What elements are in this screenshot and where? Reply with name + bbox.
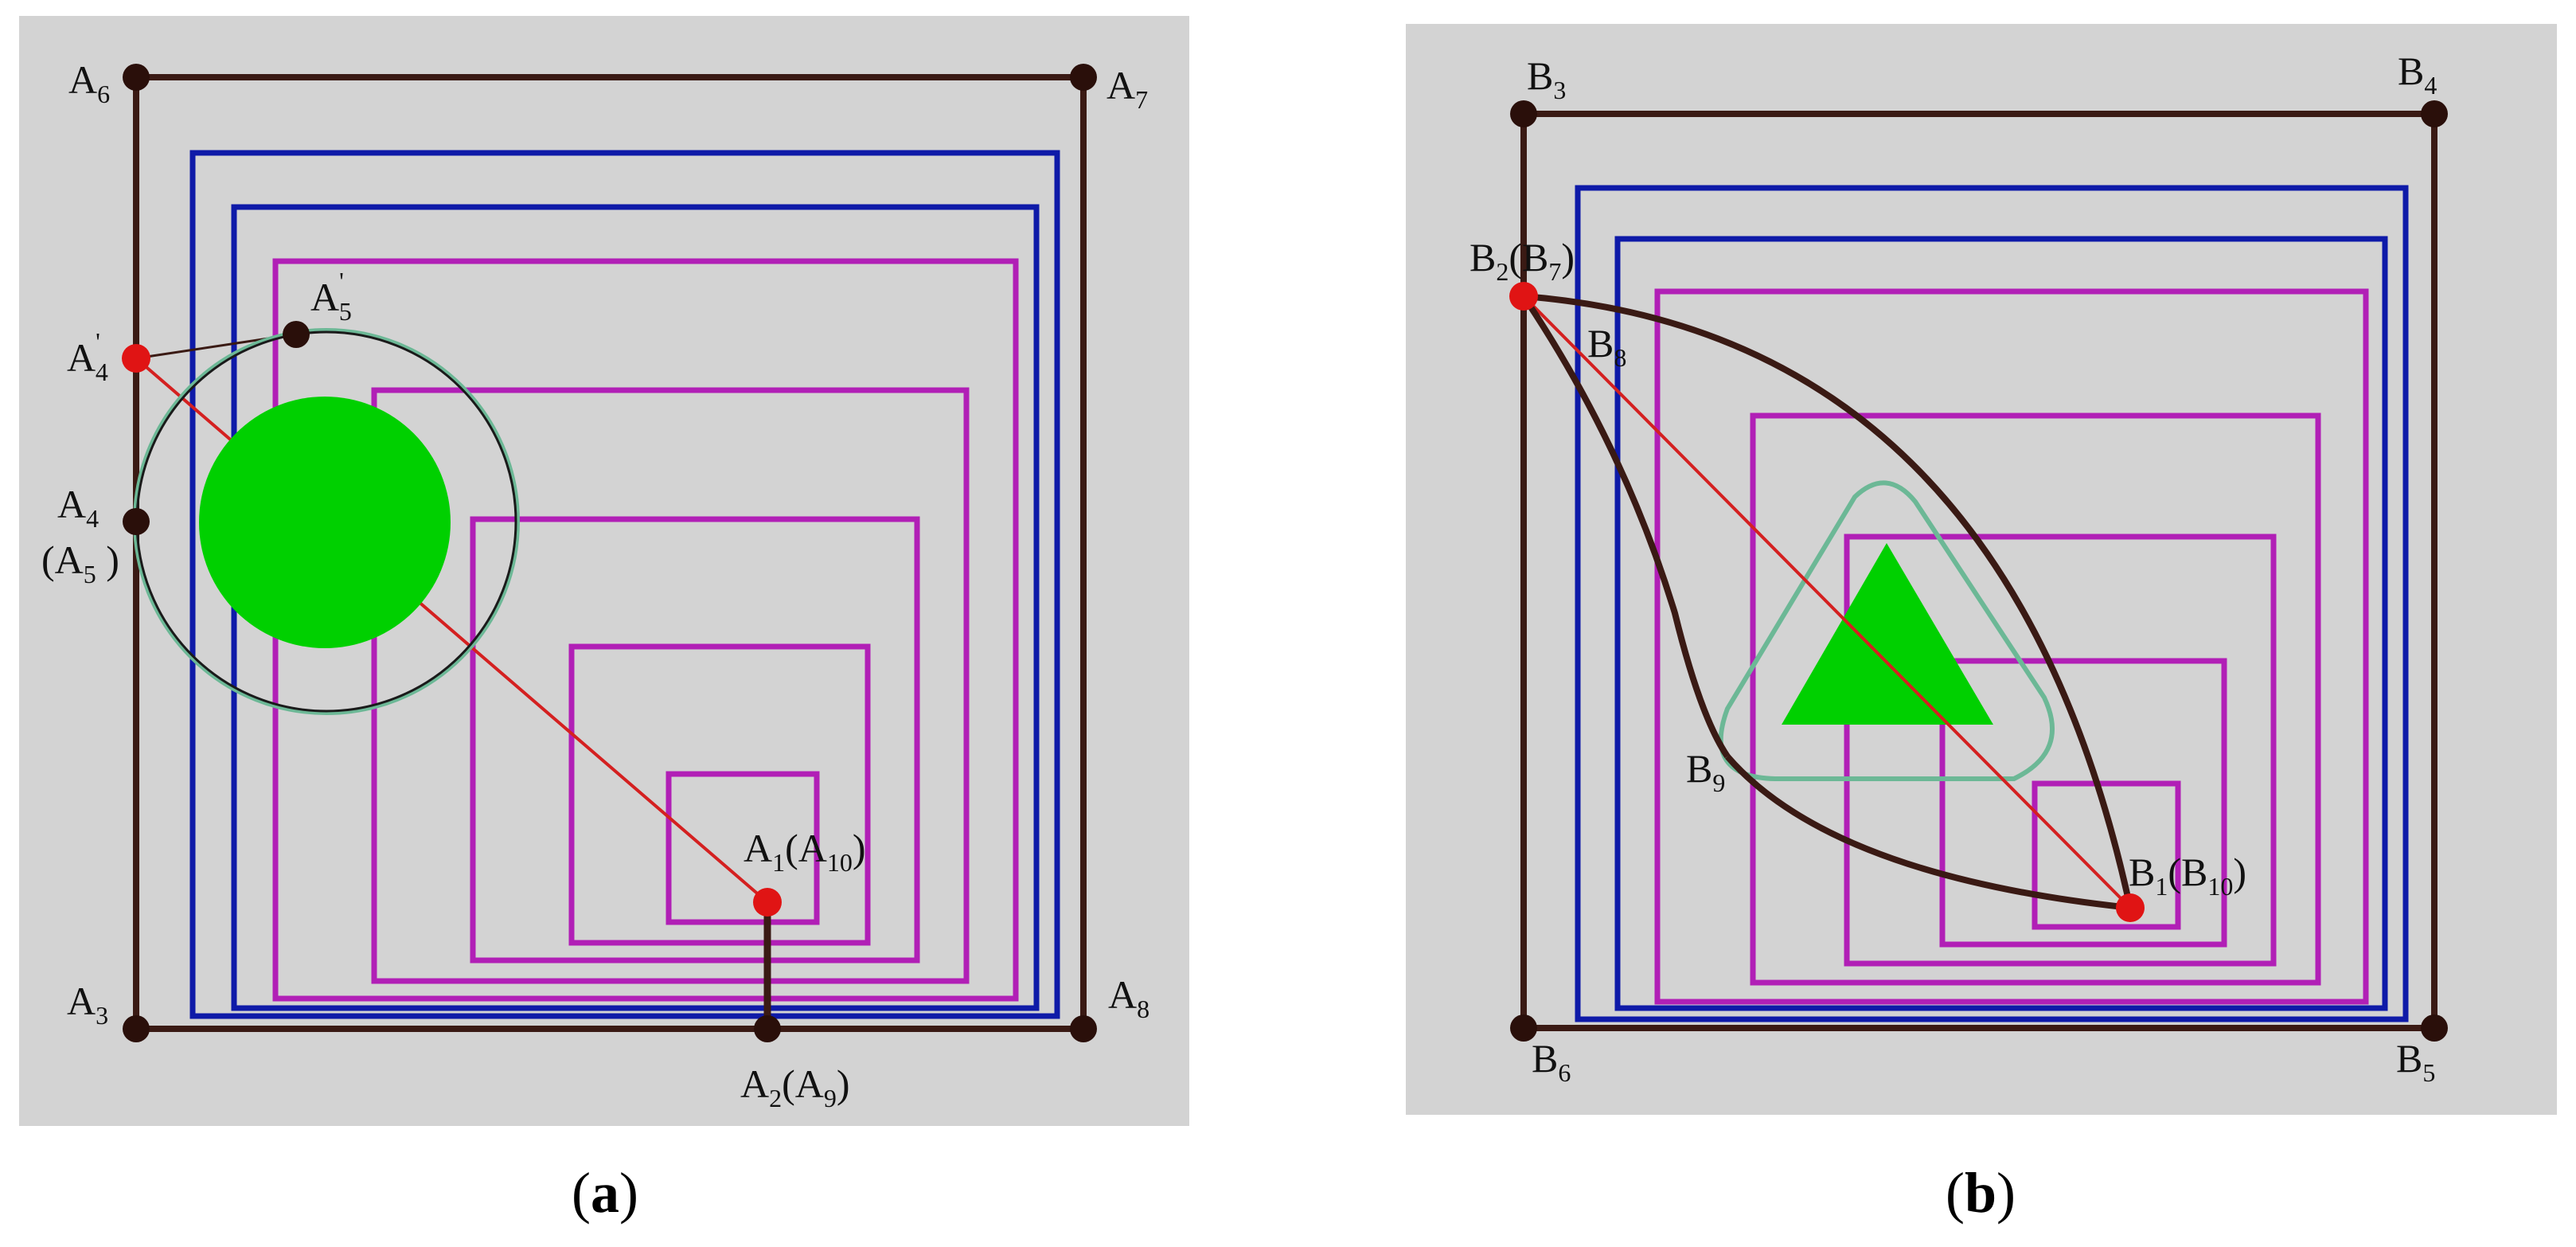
panel-b-magenta-squares [1654, 288, 2369, 1005]
label-a3: A3 [67, 979, 108, 1030]
panel-b-blue-squares [1575, 185, 2409, 1022]
point-a3 [123, 1015, 150, 1042]
label-a4p: A'4 [67, 327, 108, 386]
point-a6 [123, 64, 150, 91]
magenta-square-b4 [1939, 658, 2227, 948]
green-triangle-obstacle [1782, 543, 1993, 725]
point-b6 [1510, 1014, 1537, 1042]
panel-b-points [1509, 100, 2448, 1042]
point-a1 [753, 888, 782, 917]
blue-square-1 [189, 150, 1060, 1019]
magenta-square-b1 [1654, 288, 2369, 1005]
magenta-square-b5 [2032, 780, 2181, 930]
caption-b: (b) [1946, 1161, 2016, 1225]
curve-b2-b1-upper [1523, 293, 2133, 909]
curve-b8-b9 [1520, 294, 1731, 759]
green-circle-obstacle [199, 397, 451, 648]
label-b9: B9 [1686, 746, 1725, 797]
label-b3: B3 [1527, 53, 1566, 104]
label-a4: A4 [57, 482, 99, 533]
caption-a: (a) [572, 1161, 638, 1225]
label-a1-a10: A1(A10) [744, 826, 866, 877]
point-a4p [122, 344, 150, 373]
panel-b-outer-frame [1520, 111, 2437, 1031]
magenta-square-b2 [1750, 412, 2321, 986]
label-a5-paren: (A5 ) [41, 538, 119, 588]
point-a8 [1070, 1015, 1097, 1042]
magenta-square-2 [371, 387, 970, 984]
point-b2 [1509, 282, 1538, 311]
label-a7: A7 [1107, 63, 1148, 114]
path-b2-b1 [1522, 295, 2132, 909]
panel-b: B3 B4 B6 B5 B2(B7) B8 B9 B1(B10) (b) [1406, 24, 2557, 1225]
blue-square-b2 [1614, 236, 2388, 1011]
point-a2 [754, 1015, 781, 1042]
label-b1-b10: B1(B10) [2129, 850, 2246, 901]
label-b8: B8 [1587, 321, 1626, 372]
magenta-square-4 [568, 643, 871, 946]
point-a4 [123, 508, 150, 535]
magenta-square-5 [665, 771, 820, 925]
point-b3 [1510, 100, 1537, 127]
label-a8: A8 [1108, 972, 1149, 1023]
point-b4 [2421, 100, 2448, 127]
point-b1 [2116, 893, 2145, 922]
point-b5 [2421, 1014, 2448, 1042]
label-b2-b7: B2(B7) [1469, 235, 1575, 286]
magenta-square-3 [470, 516, 920, 964]
blue-square-b1 [1575, 185, 2409, 1022]
panel-a: A6 A7 A3 A8 A'4 A'5 A4 (A5 ) A1(A10) A2(… [19, 16, 1189, 1225]
label-b5: B5 [2396, 1036, 2435, 1087]
label-a5p: A'5 [310, 267, 352, 326]
label-b4: B4 [2398, 49, 2437, 100]
point-a7 [1070, 64, 1097, 91]
point-a5p [283, 321, 310, 348]
label-a2-a9: A2(A9) [740, 1061, 850, 1112]
label-a6: A6 [68, 57, 110, 108]
label-b6: B6 [1532, 1036, 1571, 1087]
panel-a-points [122, 64, 1097, 1042]
curve-b9-b1 [1724, 754, 2131, 911]
magenta-square-b3 [1844, 534, 2277, 967]
